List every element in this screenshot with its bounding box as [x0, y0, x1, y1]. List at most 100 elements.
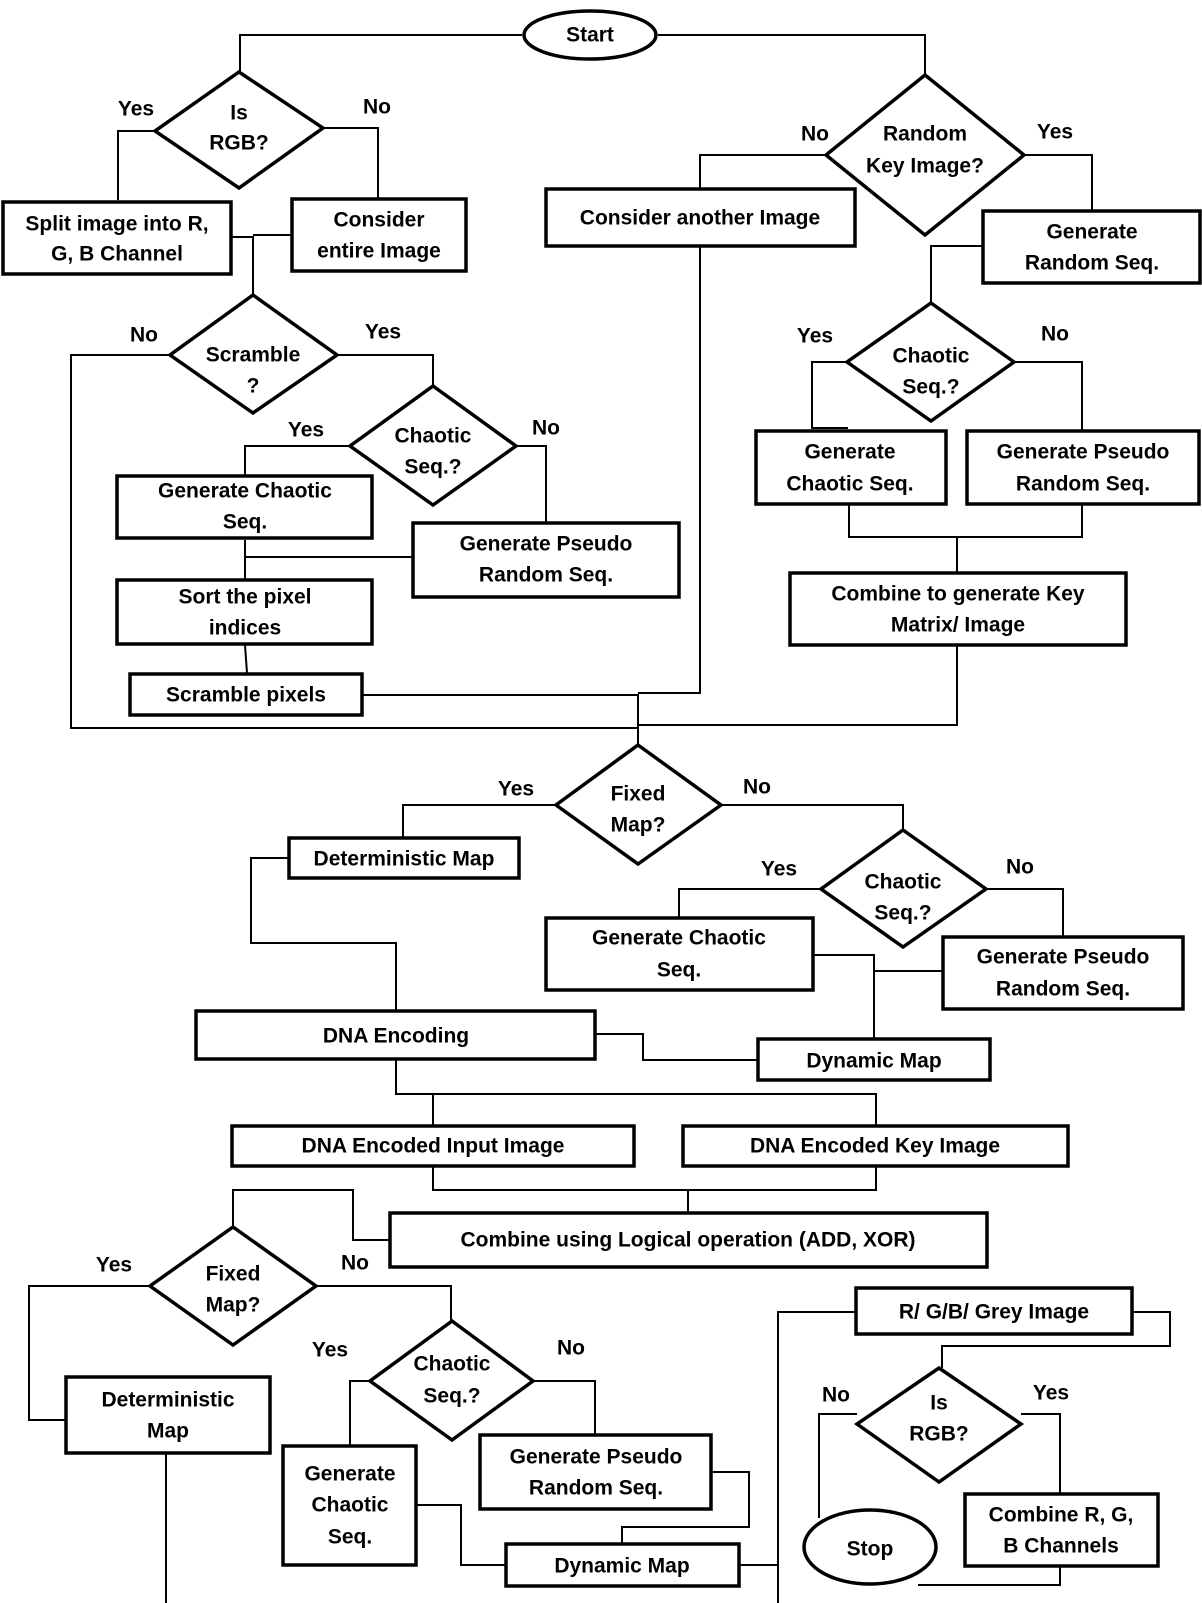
connector: [337, 354, 434, 386]
connector: [323, 127, 379, 198]
process-text: Combine to generate Key: [831, 583, 1085, 606]
process-text: DNA Encoding: [323, 1025, 469, 1048]
edge-label-yes: Yes: [288, 419, 324, 442]
decision-random-key-image: Random Key Image?: [823, 72, 1027, 238]
process-text: Seq.: [657, 959, 701, 982]
process-text: G, B Channel: [51, 243, 183, 266]
connector: [225, 236, 254, 295]
connector: [250, 857, 397, 1010]
edge-label-no: No: [363, 96, 391, 119]
process-text: Matrix/ Image: [891, 614, 1025, 637]
process-consider-entire-image: Consider entire Image: [290, 197, 468, 273]
process-generate-pseudo-left: Generate Pseudo Random Seq.: [411, 521, 681, 599]
decision-scramble: Scramble ?: [166, 292, 341, 416]
process-text: Split image into R,: [25, 213, 208, 236]
edge-label-no: No: [743, 776, 771, 799]
connector: [621, 1471, 750, 1543]
process-text: Generate: [304, 1463, 395, 1486]
edge-label-yes: Yes: [96, 1254, 132, 1277]
process-text: indices: [209, 617, 281, 640]
process-combine-rgb-channels: Combine R, G, B Channels: [963, 1492, 1160, 1568]
decision-text: Key Image?: [866, 155, 984, 178]
process-generate-chaotic-bottom: Generate Chaotic Seq.: [281, 1444, 418, 1567]
connector: [1024, 154, 1093, 210]
process-consider-another-image: Consider another Image: [544, 187, 857, 248]
edge-label-yes: Yes: [365, 321, 401, 344]
connector: [595, 1033, 758, 1061]
process-text: R/ G/B/ Grey Image: [899, 1301, 1089, 1324]
connector: [395, 1060, 877, 1125]
stop-label: Stop: [847, 1538, 894, 1561]
connector: [658, 34, 926, 75]
edge-label-no: No: [130, 324, 158, 347]
decision-chaotic-seq-right: Chaotic Seq.?: [843, 300, 1018, 424]
edge-label-yes: Yes: [797, 325, 833, 348]
connector: [117, 130, 155, 200]
edge-label-no: No: [1041, 323, 1069, 346]
decision-text: ?: [247, 375, 260, 398]
process-text: Generate Chaotic: [592, 927, 766, 950]
decision-is-rgb-bottom: Is RGB?: [853, 1365, 1025, 1485]
process-rgb-grey-image: R/ G/B/ Grey Image: [854, 1286, 1134, 1336]
process-generate-chaotic-right: Generate Chaotic Seq.: [754, 429, 948, 506]
process-combine-logical-operation: Combine using Logical operation (ADD, XO…: [388, 1211, 989, 1269]
edge-label-yes: Yes: [118, 98, 154, 121]
process-deterministic-map-mid: Deterministic Map: [287, 836, 521, 880]
connector: [848, 503, 1083, 538]
connector: [402, 804, 556, 837]
edge-label-no: No: [801, 123, 829, 146]
decision-text: Seq.?: [902, 376, 959, 399]
connector: [244, 445, 350, 475]
connector: [416, 1504, 506, 1566]
connector: [533, 1380, 596, 1434]
edge-label-yes: Yes: [312, 1339, 348, 1362]
process-dna-encoded-key-image: DNA Encoded Key Image: [681, 1124, 1070, 1168]
process-generate-pseudo-bottom: Generate Pseudo Random Seq.: [478, 1433, 713, 1511]
edge-label-no: No: [557, 1337, 585, 1360]
start-label: Start: [566, 24, 614, 47]
process-text: Seq.: [328, 1526, 372, 1549]
process-text: Generate Pseudo: [997, 441, 1170, 464]
decision-text: RGB?: [909, 1423, 969, 1446]
process-dynamic-map-bottom: Dynamic Map: [504, 1542, 741, 1588]
process-text: Seq.: [223, 511, 267, 534]
decision-text: Seq.?: [423, 1385, 480, 1408]
decision-is-rgb-top: Is RGB?: [151, 69, 327, 191]
connector: [28, 1285, 150, 1421]
connector: [638, 246, 701, 694]
process-text: Consider another Image: [580, 207, 820, 230]
decision-text: Map?: [611, 814, 666, 837]
edge-label-yes: Yes: [1037, 121, 1073, 144]
decision-text: Is: [930, 1392, 948, 1415]
process-dynamic-map-mid: Dynamic Map: [756, 1037, 992, 1082]
process-text: Generate: [804, 441, 895, 464]
edge-label-yes: Yes: [1033, 1382, 1069, 1405]
process-generate-pseudo-right: Generate Pseudo Random Seq.: [965, 429, 1201, 506]
process-text: Chaotic: [311, 1494, 388, 1517]
connector: [941, 1311, 1171, 1368]
start-terminal: Start: [522, 9, 658, 61]
process-text: Consider: [333, 209, 424, 232]
process-text: entire Image: [317, 240, 441, 263]
connector: [1014, 361, 1083, 430]
decision-text: Seq.?: [874, 902, 931, 925]
process-text: Generate Pseudo: [510, 1446, 683, 1469]
process-scramble-pixels: Scramble pixels: [128, 672, 364, 717]
decision-text: Fixed: [611, 783, 666, 806]
process-split-channels: Split image into R, G, B Channel: [1, 200, 233, 276]
process-sort-pixel-indices: Sort the pixel indices: [115, 578, 374, 646]
connector: [638, 645, 958, 726]
process-text: Generate Chaotic: [158, 480, 332, 503]
decision-fixed-map-bottom: Fixed Map?: [146, 1224, 320, 1348]
connector: [699, 154, 826, 188]
decision-text: Is: [230, 102, 248, 125]
process-text: DNA Encoded Input Image: [302, 1135, 565, 1158]
process-text: Dynamic Map: [806, 1050, 941, 1073]
process-combine-key-matrix: Combine to generate Key Matrix/ Image: [788, 571, 1128, 647]
process-deterministic-map-bottom: Deterministic Map: [64, 1375, 272, 1455]
decision-text: Fixed: [206, 1263, 261, 1286]
edge-label-no: No: [822, 1384, 850, 1407]
decision-text: RGB?: [209, 132, 269, 155]
decision-chaotic-seq-mid: Chaotic Seq.?: [817, 827, 990, 950]
connector: [811, 361, 848, 429]
